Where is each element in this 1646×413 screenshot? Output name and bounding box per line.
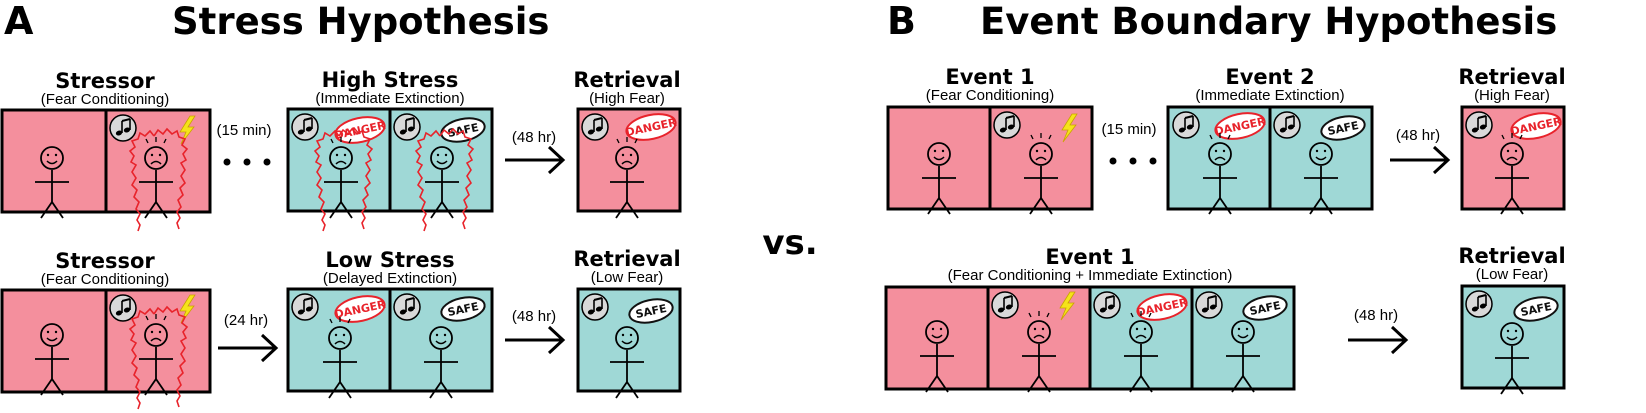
a2-delay: (48 hr) (512, 308, 556, 325)
panel-b-title: Event Boundary Hypothesis (980, 0, 1557, 43)
safe-tag: SAFE (1320, 115, 1366, 141)
a1-retrieval-sub: (High Fear) (589, 90, 665, 107)
danger-tag: DANGER (1135, 293, 1189, 321)
a1-delay: (48 hr) (512, 129, 556, 146)
safe-tag: SAFE (1242, 295, 1288, 321)
arrow-icon (216, 333, 278, 363)
b2-retrieval-sub: (Low Fear) (1476, 266, 1549, 283)
a2-phase-sub: (Delayed Extinction) (323, 270, 457, 287)
danger-tag: DANGER (624, 113, 678, 141)
a2-stressor-box (0, 288, 212, 410)
a2-phase-title: Low Stress (325, 248, 454, 272)
b2-event1-box: DANGER SAFE (884, 285, 1296, 392)
b1-retrieval-box: DANGER (1460, 105, 1566, 214)
a1-gap-time: (15 min) (216, 122, 271, 139)
b1-delay: (48 hr) (1396, 127, 1440, 144)
arrow-icon (1388, 145, 1450, 175)
danger-tag: DANGER (1213, 112, 1267, 140)
b2-event1-sub: (Fear Conditioning + Immediate Extinctio… (948, 267, 1233, 284)
panel-b-letter: B (887, 0, 916, 43)
music-note-icon (109, 294, 137, 322)
music-note-icon (1273, 111, 1301, 139)
ellipsis-dots (1109, 157, 1157, 165)
music-note-icon (1172, 111, 1200, 139)
safe-tag: SAFE (440, 117, 486, 143)
a1-stressor-sub: (Fear Conditioning) (41, 91, 169, 108)
music-note-icon (991, 291, 1019, 319)
music-note-icon (1195, 291, 1223, 319)
b1-event1-title: Event 1 (945, 65, 1034, 89)
ellipsis-dots (223, 158, 271, 166)
panel-a-title: Stress Hypothesis (172, 0, 549, 43)
music-note-icon (291, 113, 319, 141)
a2-retrieval-box: SAFE (576, 287, 682, 398)
music-note-icon (1465, 290, 1493, 318)
svg-text:SAFE: SAFE (446, 300, 479, 319)
b1-event2-title: Event 2 (1225, 65, 1314, 89)
a1-stressor-title: Stressor (55, 69, 155, 93)
a1-retrieval-title: Retrieval (573, 68, 680, 92)
a1-retrieval-box: DANGER (576, 107, 682, 218)
arrow-icon (503, 325, 565, 355)
panel-a-letter: A (4, 0, 34, 43)
danger-tag: DANGER (333, 116, 387, 144)
a1-phase-sub: (Immediate Extinction) (315, 90, 464, 107)
music-note-icon (291, 293, 319, 321)
svg-text:SAFE: SAFE (634, 302, 667, 321)
safe-tag: SAFE (628, 298, 674, 324)
b2-retrieval-box: SAFE (1460, 284, 1566, 394)
a2-stressor-title: Stressor (55, 249, 155, 273)
danger-tag: DANGER (333, 295, 387, 323)
arrow-icon (503, 145, 565, 175)
b1-event1-box (886, 105, 1094, 214)
b1-retrieval-title: Retrieval (1458, 65, 1565, 89)
b1-event2-sub: (Immediate Extinction) (1195, 87, 1344, 104)
a2-gap-time: (24 hr) (224, 312, 268, 329)
safe-tag: SAFE (1513, 296, 1559, 322)
arrow-icon (1346, 325, 1408, 355)
music-note-icon (393, 113, 421, 141)
music-note-icon (1465, 111, 1493, 139)
music-note-icon (581, 113, 609, 141)
b1-event2-box: DANGER SAFE (1166, 105, 1374, 214)
a2-retrieval-title: Retrieval (573, 247, 680, 271)
music-note-icon (993, 111, 1021, 139)
b2-event1-title: Event 1 (1045, 245, 1134, 269)
a1-extinction-box: DANGER SAFE (286, 107, 494, 232)
music-note-icon (109, 114, 137, 142)
svg-text:SAFE: SAFE (1326, 119, 1359, 138)
b1-event1-sub: (Fear Conditioning) (926, 87, 1054, 104)
svg-text:SAFE: SAFE (1519, 300, 1552, 319)
a2-retrieval-sub: (Low Fear) (591, 269, 664, 286)
a1-stressor-box (0, 108, 212, 232)
b2-retrieval-title: Retrieval (1458, 244, 1565, 268)
a2-extinction-box: DANGER SAFE (286, 287, 494, 398)
b1-retrieval-sub: (High Fear) (1474, 87, 1550, 104)
b2-delay: (48 hr) (1354, 307, 1398, 324)
vs-label: vs. (762, 223, 817, 263)
svg-text:SAFE: SAFE (1248, 299, 1281, 318)
b1-gap-time: (15 min) (1101, 121, 1156, 138)
music-note-icon (581, 293, 609, 321)
music-note-icon (1093, 291, 1121, 319)
danger-tag: DANGER (1509, 112, 1563, 140)
a2-stressor-sub: (Fear Conditioning) (41, 271, 169, 288)
music-note-icon (393, 293, 421, 321)
safe-tag: SAFE (440, 296, 486, 322)
a1-phase-title: High Stress (322, 68, 459, 92)
